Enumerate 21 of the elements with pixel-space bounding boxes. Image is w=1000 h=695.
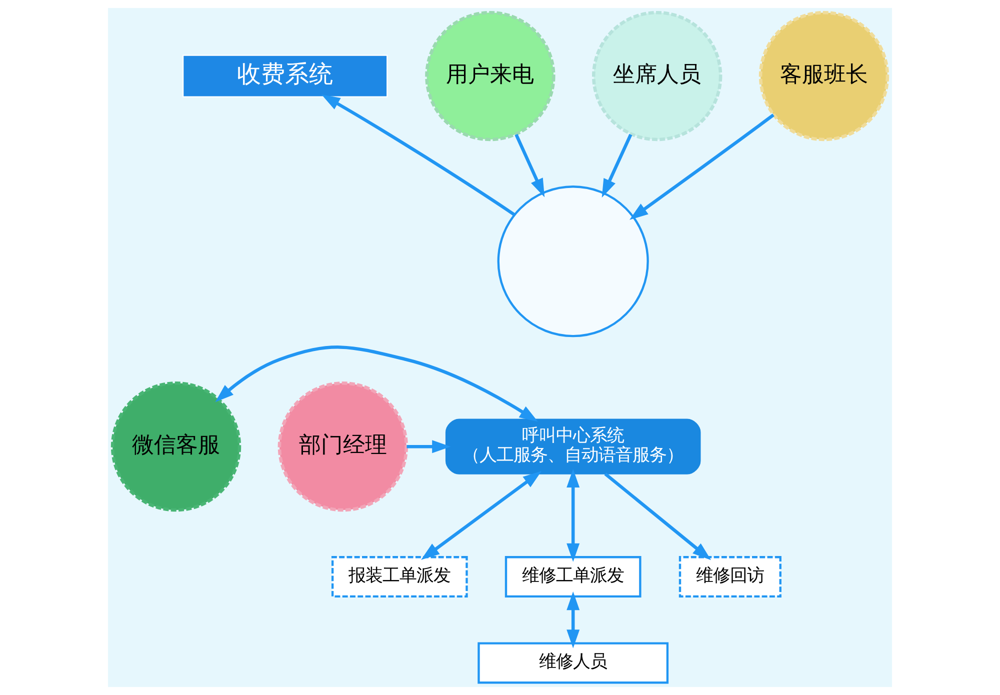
node-box: 维修工单派发 [504, 556, 642, 598]
node-circle: 客服班长 [758, 10, 890, 142]
arrow [629, 114, 774, 220]
node-box: 维修回访 [678, 556, 782, 598]
arrow [406, 440, 451, 454]
node-circle: 部门经理 [278, 382, 408, 512]
arrow [566, 592, 580, 648]
arrow [566, 468, 580, 562]
node-box: 呼叫中心系统 （人工服务、自动语音服务） [445, 418, 701, 474]
arrow [321, 94, 516, 216]
node-circle: 坐席人员 [592, 10, 722, 142]
node-circle: 用户来电 [425, 10, 556, 142]
node-box: 维修人员 [478, 642, 669, 684]
arrow [215, 346, 538, 422]
arrow [421, 470, 542, 560]
arrow [602, 134, 632, 198]
node-box: 报装工单派发 [331, 556, 468, 598]
arrow [604, 472, 712, 560]
arrow [514, 134, 545, 198]
node-circle: 微信客服 [110, 382, 242, 512]
node-box: 收费系统 [182, 54, 388, 98]
